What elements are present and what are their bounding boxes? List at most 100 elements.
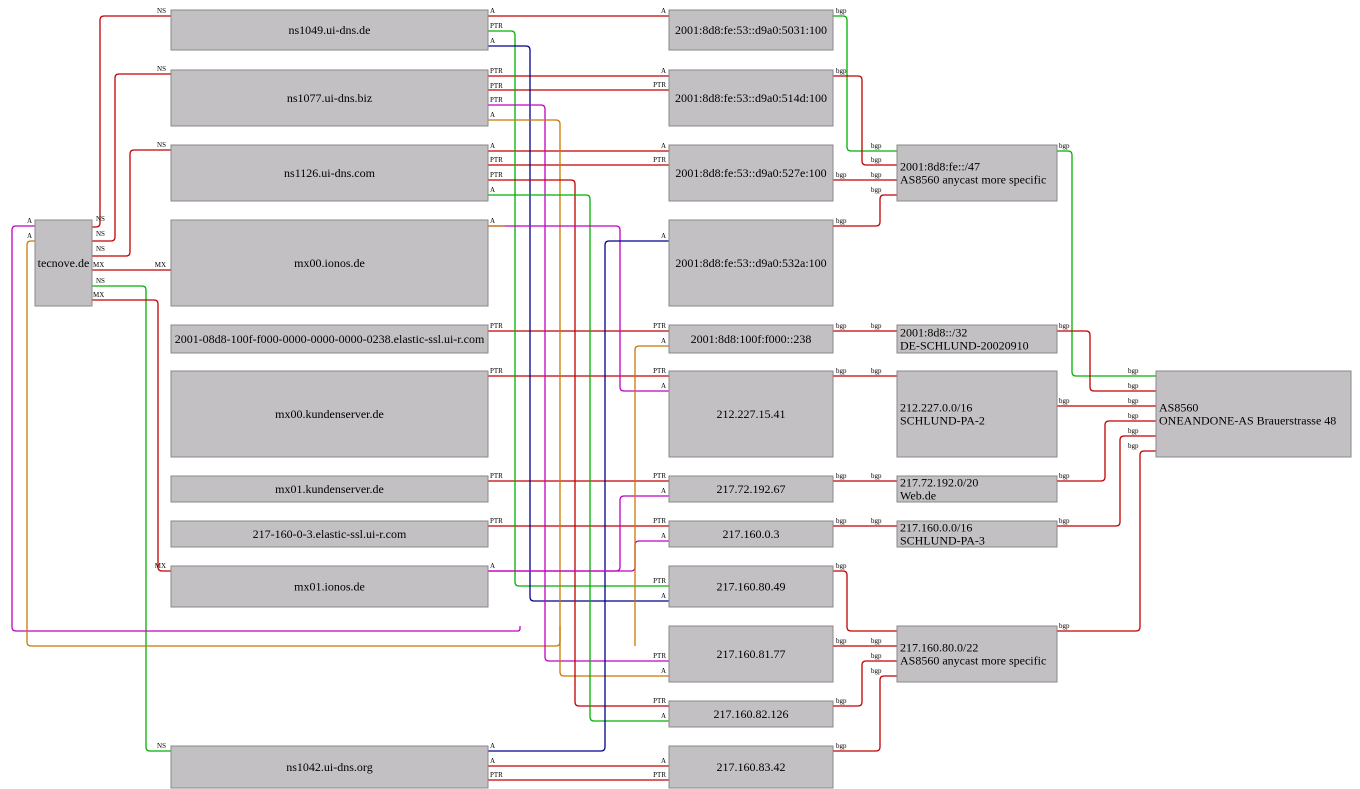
node-ip82126[interactable]: 217.160.82.126 <box>668 700 834 728</box>
node-box <box>668 565 834 608</box>
edge-mx00ionos-a-1541 <box>488 225 669 392</box>
node-ip03[interactable]: 217.160.0.3 <box>668 520 834 548</box>
edge-label-a: A <box>661 382 666 390</box>
edge-path <box>488 104 669 662</box>
node-ns1126[interactable]: ns1126.ui-dns.com <box>170 144 489 202</box>
edge-label-bgp: bgp <box>836 171 847 179</box>
node-label: tecnove.de <box>38 256 90 270</box>
node-ip5031[interactable]: 2001:8d8:fe:53::d9a0:5031:100 <box>668 9 834 51</box>
edge-label-a: A <box>661 532 666 540</box>
node-ip238[interactable]: 2001:8d8:100f:f000::238 <box>668 324 834 354</box>
edge-label-ptr: PTR <box>490 472 503 480</box>
edge-label-a: A <box>490 186 495 194</box>
edge-path <box>634 345 669 646</box>
edge-label-a: A <box>661 667 666 675</box>
node-mx00kunden[interactable]: mx00.kundenserver.de <box>170 370 489 458</box>
node-box <box>896 370 1058 458</box>
node-elastic217[interactable]: 217-160-0-3.elastic-ssl.ui-r.com <box>170 520 489 548</box>
node-ip514d[interactable]: 2001:8d8:fe:53::d9a0:514d:100 <box>668 69 834 127</box>
edge-path <box>833 75 897 166</box>
node-box <box>668 219 834 307</box>
node-ip1541[interactable]: 212.227.15.41 <box>668 370 834 458</box>
edge-ns1049-a-8049 <box>488 45 669 602</box>
node-mx01ionos[interactable]: mx01.ionos.de <box>170 565 489 608</box>
edge-label-mx: MX <box>93 261 104 269</box>
node-label: 212.227.15.41 <box>717 407 786 421</box>
node-box <box>896 324 1058 354</box>
edge-ns1126-a-82126 <box>488 194 669 722</box>
node-ip8342[interactable]: 217.160.83.42 <box>668 745 834 789</box>
edge-label-bgp: bgp <box>836 697 847 705</box>
node-box <box>896 475 1058 503</box>
edge-tecnove-ns1126 <box>92 149 171 257</box>
node-ns1042[interactable]: ns1042.ui-dns.org <box>170 745 489 789</box>
node-elastic0238[interactable]: 2001-08d8-100f-f000-0000-0000-0000-0238.… <box>170 324 489 354</box>
node-ns1049[interactable]: ns1049.ui-dns.de <box>170 9 489 51</box>
edge-label-ns: NS <box>157 141 166 149</box>
node-ip527e[interactable]: 2001:8d8:fe:53::d9a0:527e:100 <box>668 144 834 202</box>
edge-ns1126-ptr-82126 <box>488 179 669 707</box>
edge-label-bgp: bgp <box>871 186 882 194</box>
node-ip532a[interactable]: 2001:8d8:fe:53::d9a0:532a:100 <box>668 219 834 307</box>
edge-label-bgp: bgp <box>871 171 882 179</box>
node-tecnove[interactable]: tecnove.de <box>34 219 93 307</box>
edge-label-bgp: bgp <box>1128 397 1139 405</box>
node-mx00ionos[interactable]: mx00.ionos.de <box>170 219 489 307</box>
edge-path <box>92 73 171 242</box>
edge-path <box>1057 435 1156 527</box>
edge-label-mx: MX <box>155 261 166 269</box>
node-label: Web.de <box>900 489 936 503</box>
edge-path <box>833 15 897 152</box>
edge-label-ptr: PTR <box>653 81 666 89</box>
edge-path <box>833 660 897 707</box>
node-mx01kunden[interactable]: mx01.kundenserver.de <box>170 475 489 503</box>
edge-ns1042-a-532a <box>488 240 669 752</box>
edge-label-bgp: bgp <box>836 637 847 645</box>
edge-label-ptr: PTR <box>653 577 666 585</box>
edge-path <box>488 45 669 602</box>
node-label: 2001:8d8:fe:53::d9a0:5031:100 <box>675 23 827 37</box>
node-box <box>896 520 1058 548</box>
edge-label-a: A <box>490 7 495 15</box>
node-label: ns1049.ui-dns.de <box>289 23 371 37</box>
edge-label-mx: MX <box>93 291 104 299</box>
edge-label-ns: NS <box>96 230 105 238</box>
node-label: mx01.ionos.de <box>294 580 365 594</box>
edge-label-bgp: bgp <box>836 217 847 225</box>
node-ip19267[interactable]: 217.72.192.67 <box>668 475 834 503</box>
node-label: 2001:8d8:fe:53::d9a0:514d:100 <box>675 91 827 105</box>
node-ip8177[interactable]: 217.160.81.77 <box>668 625 834 683</box>
node-box <box>668 144 834 202</box>
edge-label-ptr: PTR <box>653 322 666 330</box>
node-label: AS8560 <box>1159 401 1198 415</box>
node-label: 217.160.80.49 <box>717 580 786 594</box>
node-box <box>34 219 93 307</box>
node-box <box>668 475 834 503</box>
edge-label-a: A <box>661 142 666 150</box>
edge-bgp-47-as <box>1057 150 1156 377</box>
edge-ns1077-ptr-8177 <box>488 104 669 662</box>
node-box <box>668 745 834 789</box>
node-label: 2001-08d8-100f-f000-0000-0000-0000-0238.… <box>175 332 485 346</box>
node-label: mx00.kundenserver.de <box>275 407 384 421</box>
edge-label-a: A <box>490 217 495 225</box>
edge-labels-layer: NSNSNSMXNSMXAANSNSNSMXMXNSAPTRAPTRPTRPTR… <box>27 7 1139 779</box>
edge-label-a: A <box>661 67 666 75</box>
edge-path <box>488 240 669 752</box>
node-ip8049[interactable]: 217.160.80.49 <box>668 565 834 608</box>
node-box <box>170 370 489 458</box>
node-ns1077[interactable]: ns1077.ui-dns.biz <box>170 69 489 127</box>
edge-label-a: A <box>490 562 495 570</box>
edge-label-a: A <box>490 742 495 750</box>
node-box <box>170 475 489 503</box>
edge-label-ns: NS <box>157 7 166 15</box>
edge-label-ptr: PTR <box>490 322 503 330</box>
edge-label-ptr: PTR <box>490 171 503 179</box>
